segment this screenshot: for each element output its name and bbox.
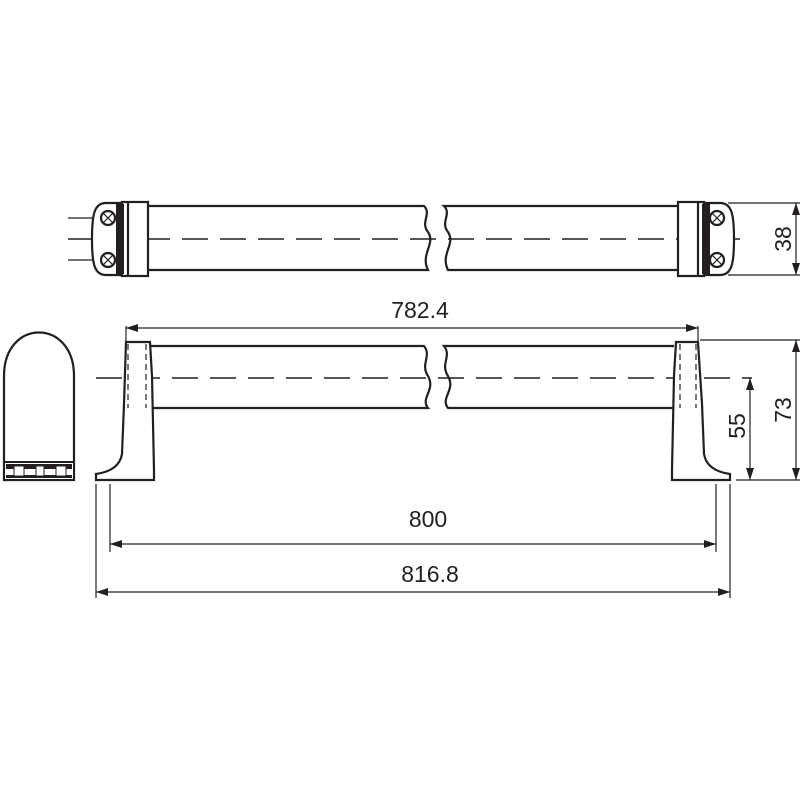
dimension-label-55: 55	[724, 413, 750, 439]
front-right-bracket	[670, 340, 732, 482]
dimension-label-782-4: 782.4	[391, 297, 449, 323]
dimension-label-73: 73	[770, 397, 796, 423]
front-bar-left-segment	[150, 344, 432, 410]
top-bar-right-segment	[441, 204, 678, 272]
side-view-bracket-profile	[2, 331, 76, 482]
top-right-end-cap	[676, 200, 736, 278]
dimension-55: 55	[700, 339, 800, 481]
dimension-782-4: 782.4	[125, 297, 699, 346]
dimension-73: 73	[770, 340, 800, 480]
dimension-label-38: 38	[770, 226, 796, 252]
dimension-label-800: 800	[409, 506, 447, 532]
top-view: 38	[68, 200, 800, 278]
side-view	[2, 331, 76, 482]
front-bar-right-segment	[441, 344, 674, 410]
dimension-816-8: 816.8	[95, 484, 731, 598]
dimension-38: 38	[728, 202, 800, 276]
front-left-bracket	[94, 340, 156, 482]
dimension-label-816-8: 816.8	[401, 561, 459, 587]
top-left-end-cap	[90, 200, 150, 278]
front-view: 782.4 55 73	[94, 297, 800, 598]
dimension-800: 800	[109, 484, 717, 552]
top-bar-left-segment	[148, 204, 432, 272]
